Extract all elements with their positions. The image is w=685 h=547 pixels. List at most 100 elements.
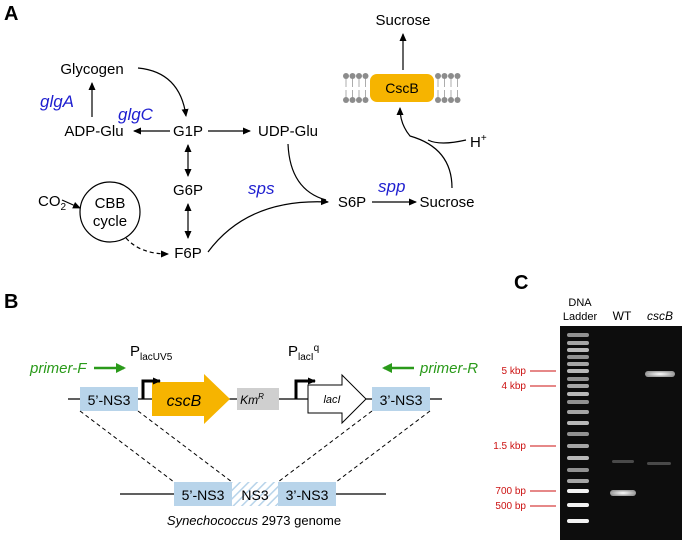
cscb-transporter-label: CscB: [385, 80, 418, 96]
metabolite-co2: CO2: [38, 193, 67, 213]
panel-label-c: C: [514, 272, 528, 294]
ladder-band: [567, 489, 589, 493]
panel-label-b: B: [4, 291, 18, 313]
lane-label-ladder: Ladder: [563, 311, 598, 323]
genome-3-ns3-box: [278, 482, 336, 506]
arrow-co2-to-cbb: [61, 199, 81, 209]
co2-subscript: 2: [61, 202, 67, 213]
genome-caption-rest: 2973 genome: [258, 513, 341, 528]
ladder-band: [567, 503, 589, 507]
wt-faint-band: [612, 460, 634, 463]
kanamycin-resistance-label: KmR: [240, 392, 264, 407]
ladder-band: [567, 410, 589, 414]
promoter-lacUV5-label: PlacUV5: [130, 343, 173, 363]
lipid-head: [435, 73, 441, 79]
lipid-head: [349, 73, 356, 79]
ladder-band: [567, 377, 589, 381]
ladder-band: [567, 369, 589, 373]
cbb-cycle-circle: [79, 181, 141, 243]
lipid-head: [454, 73, 461, 79]
ladder-band: [567, 384, 589, 388]
metabolite-udp-glu: UDP-Glu: [258, 123, 318, 140]
lane-label-dna: DNA: [568, 297, 592, 309]
promoter-lacUV5-arrow: [141, 377, 161, 399]
enzyme-spp: spp: [378, 177, 405, 196]
promoter-lacIq-label: PlacIq: [288, 343, 319, 363]
metabolite-sucrose-exported: Sucrose: [375, 12, 430, 29]
cscB-gene-arrow: [152, 374, 230, 424]
marker-1-5kbp: 1.5 kbp: [493, 441, 526, 452]
ladder-band: [567, 468, 589, 472]
metabolite-sucrose-intracellular: Sucrose: [419, 194, 474, 211]
primer-f-label: primer-F: [29, 360, 87, 377]
arrow-cbb-to-f6p: [125, 237, 169, 258]
arrow-glycogen-to-g1p: [137, 67, 189, 117]
co2-main: CO: [38, 193, 61, 210]
crossover-line-3: [277, 410, 373, 483]
lipid-head: [441, 97, 448, 103]
lipid-head: [356, 97, 362, 103]
promoter-lacIq-main: P: [288, 343, 298, 360]
lipid-head: [448, 97, 454, 103]
arrow-udpglu-to-s6p: [287, 143, 327, 201]
cscb-faint-band: [647, 462, 671, 465]
marker-5kbp: 5 kbp: [502, 366, 527, 377]
construct-5-ns3-label: 5’-NS3: [88, 392, 131, 408]
cscb-band-4kbp: [645, 371, 675, 377]
lipid-head: [362, 73, 369, 79]
arrow-proton-to-cscb: [427, 139, 467, 144]
km-main: Km: [240, 393, 258, 407]
enzyme-glgC: glgC: [118, 105, 154, 124]
proton-main: H: [470, 134, 481, 151]
genome-3-ns3-label: 3’-NS3: [286, 487, 329, 503]
km-superscript: R: [258, 392, 264, 401]
lipid-head: [435, 97, 441, 103]
crossover-line-4: [335, 410, 431, 483]
panel-label-a: A: [4, 3, 18, 25]
enzyme-sps: sps: [248, 179, 275, 198]
cbb-cycle-label-line2: cycle: [93, 213, 127, 230]
metabolite-f6p: F6P: [174, 245, 202, 262]
cell-membrane: [343, 73, 461, 103]
ladder-band: [567, 432, 589, 436]
metabolite-s6p: S6P: [338, 194, 366, 211]
ladder-band: [567, 341, 589, 345]
metabolite-g1p: G1P: [173, 123, 203, 140]
lipid-head: [343, 73, 349, 79]
ladder-band: [567, 456, 589, 460]
ladder-band: [567, 392, 589, 396]
enzyme-glgA: glgA: [40, 92, 74, 111]
lacI-gene-label: lacI: [323, 394, 340, 406]
lipid-head: [441, 73, 448, 79]
crossover-line-2: [137, 410, 233, 483]
cbb-cycle-label-line1: CBB: [95, 195, 126, 212]
ladder-band: [567, 421, 589, 425]
wt-band-700bp: [610, 490, 636, 496]
ladder-band: [567, 400, 589, 404]
genome-5-ns3-box: [174, 482, 232, 506]
lipid-head: [343, 97, 349, 103]
metabolite-glycogen: Glycogen: [60, 61, 123, 78]
genome-ns3-box: [232, 482, 278, 506]
ladder-band: [567, 348, 589, 352]
ladder-band: [567, 519, 589, 523]
arrow-f6p-to-s6p: [207, 198, 329, 253]
ladder-band: [567, 362, 589, 366]
promoter-lacIq-sup: q: [314, 343, 320, 354]
crossover-line-1: [79, 410, 175, 483]
genome-caption: Synechococcus 2973 genome: [167, 513, 341, 528]
marker-700bp: 700 bp: [495, 486, 526, 497]
construct-5-ns3-box: [80, 387, 138, 411]
marker-4kbp: 4 kbp: [502, 381, 527, 392]
lipid-head: [362, 97, 369, 103]
proton-superscript: +: [481, 133, 487, 144]
primer-r-label: primer-R: [419, 360, 478, 377]
ladder-band: [567, 355, 589, 359]
ladder-band: [567, 444, 589, 448]
marker-500bp: 500 bp: [495, 501, 526, 512]
promoter-lacUV5-sub: lacUV5: [140, 352, 173, 363]
metabolite-proton: H+: [470, 133, 487, 151]
genome-ns3-label: NS3: [241, 487, 268, 503]
lipid-head: [448, 73, 454, 79]
